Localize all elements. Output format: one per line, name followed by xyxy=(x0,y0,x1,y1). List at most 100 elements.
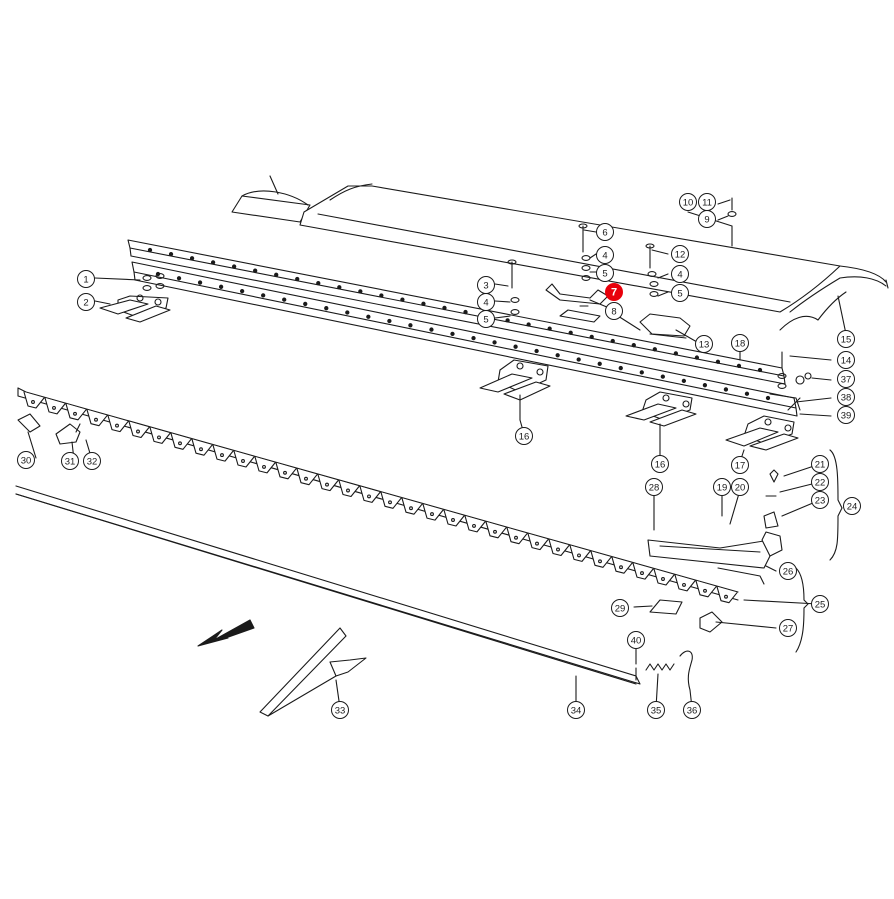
callout-circle xyxy=(811,455,829,473)
rail-hole xyxy=(231,264,237,269)
callout-circle xyxy=(331,701,349,719)
spring-pin-part xyxy=(635,650,693,691)
rail-hole xyxy=(513,344,518,349)
callout-circle xyxy=(679,193,697,211)
callout-label: 25 xyxy=(815,599,826,610)
rivet-hole xyxy=(451,518,455,522)
upper-rail-part xyxy=(127,239,786,385)
rail-hole xyxy=(757,367,763,373)
rail-hole xyxy=(736,363,742,369)
callout-label: 5 xyxy=(602,268,607,279)
cover-panel-part xyxy=(231,175,889,331)
part-artwork xyxy=(15,175,889,717)
knife-section xyxy=(212,444,234,462)
knife-section xyxy=(149,426,171,444)
rivet-hole xyxy=(682,582,686,587)
callout-label: 40 xyxy=(631,635,642,646)
rail-hole xyxy=(450,331,455,337)
knife-section xyxy=(590,550,612,568)
callout-15: 15 xyxy=(837,330,855,348)
rivet-hole xyxy=(304,476,308,481)
callout-circle xyxy=(731,456,749,474)
rivet-hole xyxy=(31,400,35,404)
clamp-7-part xyxy=(545,283,609,323)
ball-joint-part xyxy=(761,469,783,557)
callout-circle xyxy=(837,388,855,406)
callout-circle xyxy=(61,452,79,470)
callout-5: 5 xyxy=(596,264,614,282)
callout-8: 8 xyxy=(605,302,623,320)
callout-circle xyxy=(83,452,101,470)
rail-hole xyxy=(442,305,447,311)
knife-section xyxy=(674,574,696,592)
callout-circle xyxy=(647,701,665,719)
rivet-hole xyxy=(388,500,392,505)
knife-section xyxy=(653,568,675,586)
knife-section xyxy=(611,556,633,574)
rail-hole xyxy=(337,285,342,290)
knife-section xyxy=(464,515,486,533)
callout-label: 11 xyxy=(702,197,712,208)
knife-section xyxy=(569,544,591,562)
callout-38: 38 xyxy=(837,388,855,406)
rivet-hole xyxy=(514,535,518,540)
callout-label: 23 xyxy=(815,495,826,506)
callout-17: 17 xyxy=(731,456,749,474)
callout-18: 18 xyxy=(731,334,749,352)
knife-section xyxy=(422,503,444,521)
callout-31: 31 xyxy=(61,452,79,470)
rail-hole xyxy=(189,256,195,261)
rail-hole xyxy=(715,359,721,364)
knife-section xyxy=(170,432,192,450)
rail-hole xyxy=(492,340,497,345)
rivet-hole xyxy=(241,459,245,463)
callout-circle xyxy=(651,455,669,473)
rivet-hole xyxy=(724,594,728,599)
knife-section xyxy=(716,586,738,604)
callout-circle xyxy=(731,478,749,496)
callout-37: 37 xyxy=(837,370,855,388)
callout-circle xyxy=(77,270,95,288)
callout-16: 16 xyxy=(651,455,669,473)
callout-label: 16 xyxy=(519,431,530,442)
rail-hole xyxy=(400,297,405,302)
callout-label: 27 xyxy=(783,623,794,634)
knife-section xyxy=(632,562,654,580)
rivet-hole xyxy=(325,482,329,487)
guard-right xyxy=(725,415,799,451)
knife-head-part xyxy=(647,539,773,585)
rail-holes xyxy=(147,247,771,401)
callout-33: 33 xyxy=(331,701,349,719)
callout-label: 7 xyxy=(611,286,617,298)
callout-circle xyxy=(596,223,614,241)
callout-label: 4 xyxy=(602,250,607,261)
rivet-hole xyxy=(262,464,266,469)
rail-hole xyxy=(421,301,426,306)
guard-middle-2 xyxy=(625,391,697,451)
callout-25: 25 xyxy=(811,595,829,613)
rivet-hole xyxy=(640,571,644,576)
callout-label: 5 xyxy=(483,314,488,325)
callout-39: 39 xyxy=(837,406,855,424)
callout-label: 6 xyxy=(602,227,607,238)
callout-label: 12 xyxy=(675,249,686,260)
rail-hole xyxy=(295,276,300,282)
knife-section xyxy=(254,456,276,474)
callout-circle xyxy=(695,335,713,353)
rail-hole xyxy=(702,383,708,388)
rivet-hole xyxy=(493,529,497,534)
rail-hole xyxy=(239,288,245,294)
rivet-hole xyxy=(220,453,224,458)
callout-label: 35 xyxy=(651,705,662,716)
callout-label: 4 xyxy=(677,269,682,280)
callout-label: 18 xyxy=(735,338,746,349)
callout-label: 22 xyxy=(815,477,826,488)
rail-hole xyxy=(168,251,174,257)
callout-label: 13 xyxy=(699,339,710,350)
callout-19: 19 xyxy=(713,478,731,496)
rail-hole xyxy=(576,357,581,362)
callout-11: 11 xyxy=(698,193,716,211)
rivet-hole xyxy=(661,577,665,581)
rail-hole xyxy=(660,374,665,379)
knife-section xyxy=(443,509,465,527)
